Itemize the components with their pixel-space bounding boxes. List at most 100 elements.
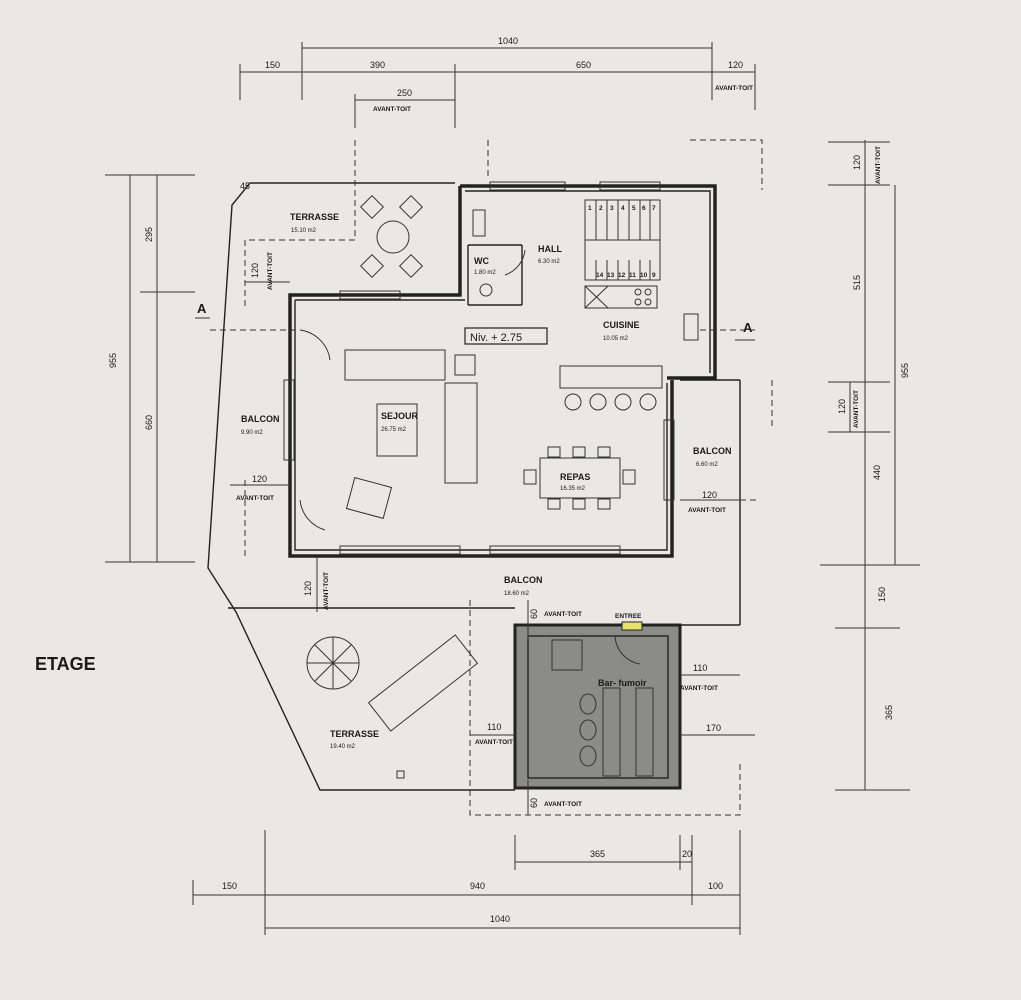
stair-step-7: 7	[652, 205, 656, 212]
terrace-top-furniture	[359, 194, 424, 279]
dim-right-b: 515	[852, 275, 862, 290]
room-cuisine-area: 10.05 m2	[603, 336, 629, 342]
room-bar-fumoir: Bar- fumoir	[598, 678, 647, 688]
dim-left-b: 660	[144, 415, 154, 430]
dim-bar-bottom: 60	[529, 798, 539, 808]
section-marker-right: A	[743, 320, 753, 335]
dim-top-b: 390	[370, 60, 385, 70]
entree-label: ENTREE	[615, 613, 642, 620]
room-balcon-bottom: BALCON	[504, 575, 543, 585]
room-balcon-right: BALCON	[693, 446, 732, 456]
floor-title: ETAGE	[35, 654, 96, 674]
level-tag: Niv. + 2.75	[470, 332, 522, 344]
room-sejour-area: 26.75 m2	[381, 427, 407, 433]
room-terrasse-top-area: 15.10 m2	[291, 228, 317, 234]
room-terrasse-top: TERRASSE	[290, 212, 339, 222]
dim-left-ov1: 120	[250, 263, 260, 278]
stair-step-12: 12	[618, 272, 626, 279]
section-line: A A	[195, 301, 755, 341]
bar-fumoir-fill	[513, 623, 682, 790]
avant-toit-right-mid: AVANT-TOIT	[853, 390, 860, 428]
dim-right-c: 120	[837, 399, 847, 414]
dim-bottom-d: 940	[470, 881, 485, 891]
dim-bar-170: 170	[706, 723, 721, 733]
level-box	[464, 327, 548, 345]
room-balcon-left-area: 9.90 m2	[241, 430, 263, 436]
dim-top-a: 150	[265, 60, 280, 70]
room-balcon-bottom-area: 18.60 m2	[504, 591, 530, 597]
avant-toit-bar-left: AVANT-TOIT	[475, 739, 513, 746]
room-labels: TERRASSE 15.10 m2 HALL 6.30 m2 WC 1.80 m…	[241, 212, 732, 750]
stair-step-13: 13	[607, 272, 615, 279]
dim-left-ov2: 120	[303, 581, 313, 596]
dim-bar-top: 60	[529, 609, 539, 619]
entrance-marker	[621, 621, 643, 631]
avant-toit-bar-right: AVANT-TOIT	[680, 685, 718, 692]
room-terrasse-bottom-area: 19.40 m2	[330, 744, 356, 750]
dim-left-total: 955	[108, 353, 118, 368]
dim-bar-left: 110	[487, 722, 501, 732]
avant-toit-balcon-bottom: AVANT-TOIT	[323, 572, 330, 610]
stair-step-3: 3	[610, 205, 614, 212]
avant-toit-balcon-left: AVANT-TOIT	[236, 495, 274, 502]
room-balcon-left: BALCON	[241, 414, 280, 424]
dim-top-d: 120	[728, 60, 743, 70]
room-wc: WC	[474, 256, 489, 266]
angle-label: 45	[240, 181, 250, 191]
avant-toit-top-right: AVANT-TOIT	[715, 85, 753, 92]
overhang-labels: 120 AVANT-TOIT 120 AVANT-TOIT 120 AVANT-…	[230, 252, 740, 612]
top-dimensions: 1040 150 390 650 120 AVANT-TOIT 250 AVAN…	[239, 36, 756, 128]
stair-step-14: 14	[596, 272, 604, 279]
avant-toit-left-top: AVANT-TOIT	[267, 252, 274, 290]
stair-step-10: 10	[640, 272, 648, 279]
dim-top-total: 1040	[498, 36, 518, 46]
left-dimensions: 955 295 660	[105, 174, 195, 563]
stair-step-4: 4	[621, 205, 625, 212]
dim-bal-ov: 120	[252, 474, 267, 484]
stair-step-1: 1	[588, 205, 592, 212]
right-dimensions: 120 AVANT-TOIT 515 955 120 AVANT-TOIT 44…	[820, 140, 920, 791]
room-hall-area: 6.30 m2	[538, 259, 560, 265]
living-furniture	[299, 249, 636, 531]
bar-dimensions: 60 AVANT-TOIT 60 AVANT-TOIT 110 AVANT-TO…	[470, 600, 755, 815]
avant-toit-bar-top: AVANT-TOIT	[544, 611, 582, 618]
bar-fumoir-building: ENTREE	[513, 613, 682, 790]
dim-top-c: 650	[576, 60, 591, 70]
stair-step-9: 9	[652, 272, 656, 279]
room-wc-area: 1.80 m2	[474, 270, 496, 276]
kitchen-fixtures	[559, 285, 699, 411]
house-walls	[283, 181, 717, 558]
room-hall: HALL	[538, 244, 562, 254]
avant-toit-right-top: AVANT-TOIT	[875, 146, 882, 184]
stair-step-2: 2	[599, 205, 603, 212]
dim-top-e: 250	[397, 88, 412, 98]
avant-toit-balcon-right: AVANT-TOIT	[688, 507, 726, 514]
room-cuisine: CUISINE	[603, 320, 640, 330]
room-balcon-right-area: 6.60 m2	[696, 462, 718, 468]
stair-step-6: 6	[642, 205, 646, 212]
room-repas: REPAS	[560, 472, 590, 482]
stair-step-11: 11	[629, 272, 636, 279]
outer-outline: 45	[207, 139, 773, 816]
stair-step-5: 5	[632, 205, 636, 212]
dim-bottom-e: 100	[708, 881, 723, 891]
dim-bottom-total: 1040	[490, 914, 510, 924]
bottom-dimensions: 365 20 150 940 100 1040	[192, 830, 741, 935]
dim-bottom-c: 150	[222, 881, 237, 891]
room-sejour: SEJOUR	[381, 411, 419, 421]
dim-right-a: 120	[852, 155, 862, 170]
dim-bottom-a: 365	[590, 849, 605, 859]
dim-right-f: 365	[884, 705, 894, 720]
room-terrasse-bottom: TERRASSE	[330, 729, 379, 739]
avant-toit-top: AVANT-TOIT	[373, 106, 411, 113]
dim-bottom-b: 20	[682, 849, 692, 859]
section-marker-left: A	[197, 301, 207, 316]
terrace-bottom-furniture	[306, 634, 479, 779]
dim-right-ov1: 120	[702, 490, 717, 500]
dim-right-d: 440	[872, 465, 882, 480]
dim-bar-right: 110	[693, 663, 707, 673]
room-repas-area: 16.35 m2	[560, 486, 586, 492]
staircase: 1 2 3 4 5 6 7 14 13 12 11 10 9	[584, 199, 661, 281]
dim-right-e: 150	[877, 587, 887, 602]
